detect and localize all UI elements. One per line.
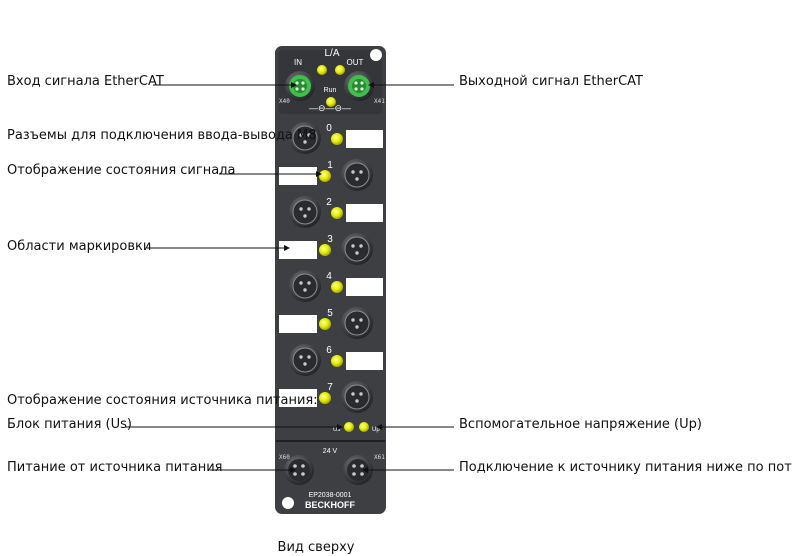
channel-number: 3 xyxy=(327,234,333,245)
arrowhead-power-downstream xyxy=(362,467,368,473)
up-led xyxy=(359,422,369,432)
m8-connector xyxy=(341,159,373,191)
channel-number: 6 xyxy=(326,345,332,356)
arrowhead-ethercat-out xyxy=(368,82,374,88)
signal-status-led xyxy=(319,170,331,182)
m8-connector xyxy=(289,122,321,154)
label-marking-areas: Области маркировки xyxy=(7,239,151,254)
label-signal-status: Отображение состояния сигнала xyxy=(7,163,235,178)
io-channel-7: 7 xyxy=(279,381,373,413)
m8-connector xyxy=(341,307,373,339)
signal-status-led xyxy=(319,244,331,256)
label-power-up: Вспомогательное напряжение (Up) xyxy=(459,417,702,432)
label-ethercat-in: Вход сигнала EtherCAT xyxy=(7,74,164,89)
io-channel-4: 4 xyxy=(289,270,383,302)
marking-field xyxy=(279,315,317,333)
la-out-led xyxy=(335,65,345,75)
run-led xyxy=(326,97,336,107)
label-power-supply: Питание от источника питания xyxy=(7,460,222,475)
voltage-label: 24 V xyxy=(323,448,338,455)
m8-connector xyxy=(341,381,373,413)
marking-field xyxy=(279,241,317,259)
ethercat-in-connector xyxy=(285,71,315,101)
power-in-connector xyxy=(284,455,314,485)
signal-status-led xyxy=(331,133,343,145)
label-ethercat-out: Выходной сигнал EtherCAT xyxy=(459,74,643,89)
signal-status-led xyxy=(331,281,343,293)
marking-field xyxy=(346,130,383,148)
io-channel-3: 3 xyxy=(279,233,373,265)
label-power-us: Блок питания (Us) xyxy=(7,417,132,432)
channel-number: 4 xyxy=(326,271,332,282)
port-x60-label: X60 xyxy=(279,454,290,461)
header-out-label: OUT xyxy=(347,58,364,67)
io-channel-1: 1 xyxy=(279,159,373,191)
power-out-connector xyxy=(343,455,373,485)
arrowhead-power-us xyxy=(337,424,343,430)
header-la-label: L/A xyxy=(324,48,339,59)
marking-field xyxy=(346,278,383,296)
channel-number: 0 xyxy=(326,123,332,134)
run-label: Run xyxy=(324,87,337,94)
us-label: Us xyxy=(333,427,340,433)
arrowhead-ethercat-in xyxy=(291,82,297,88)
signal-status-led xyxy=(331,355,343,367)
channel-number: 7 xyxy=(327,382,333,393)
ethercat-out-connector xyxy=(344,71,374,101)
label-power-status: Отображение состояния источника питания: xyxy=(7,393,318,408)
mount-hole-top xyxy=(370,49,382,61)
arrowhead-power-up xyxy=(376,424,382,430)
label-m8-connectors: Разъемы для подключения ввода-вывода M8 xyxy=(7,128,317,143)
mount-hole-bottom xyxy=(282,497,294,509)
caption-top-view: Вид сверху xyxy=(278,540,355,555)
marking-field xyxy=(279,389,317,407)
io-channel-2: 2 xyxy=(289,196,383,228)
channel-number: 5 xyxy=(327,308,333,319)
arrowhead-marking-areas xyxy=(284,245,290,251)
port-x40-label: X40 xyxy=(279,98,290,105)
up-label: Up xyxy=(372,427,380,433)
us-led xyxy=(344,422,354,432)
channel-number: 1 xyxy=(327,160,333,171)
signal-status-led xyxy=(331,207,343,219)
channel-number: 2 xyxy=(326,197,332,208)
label-power-downstream: Подключение к источнику питания ниже по … xyxy=(459,460,792,475)
port-x61-label: X61 xyxy=(374,454,385,461)
marking-field xyxy=(279,167,317,185)
la-in-led xyxy=(317,65,327,75)
io-channel-6: 6 xyxy=(289,344,383,376)
signal-status-led xyxy=(319,392,331,404)
bus-direction-icon: —⊖—⊖— xyxy=(309,103,351,113)
arrowhead-signal-status xyxy=(316,171,322,177)
m8-connector xyxy=(289,196,321,228)
marking-field xyxy=(346,204,383,222)
m8-connector xyxy=(341,233,373,265)
header-in-label: IN xyxy=(294,58,302,67)
port-x41-label: X41 xyxy=(374,98,385,105)
m8-connector xyxy=(289,270,321,302)
model-number: EP2038-0001 xyxy=(309,492,352,499)
io-channel-0: 0 xyxy=(289,122,383,154)
signal-status-led xyxy=(319,318,331,330)
m8-connector xyxy=(289,344,321,376)
io-channels: 0 1 2 3 4 5 6 7 xyxy=(279,122,383,413)
marking-field xyxy=(346,352,383,370)
brand-logo: BECKHOFF xyxy=(305,500,355,510)
arrowhead-power-supply xyxy=(290,467,296,473)
io-channel-5: 5 xyxy=(279,307,373,339)
